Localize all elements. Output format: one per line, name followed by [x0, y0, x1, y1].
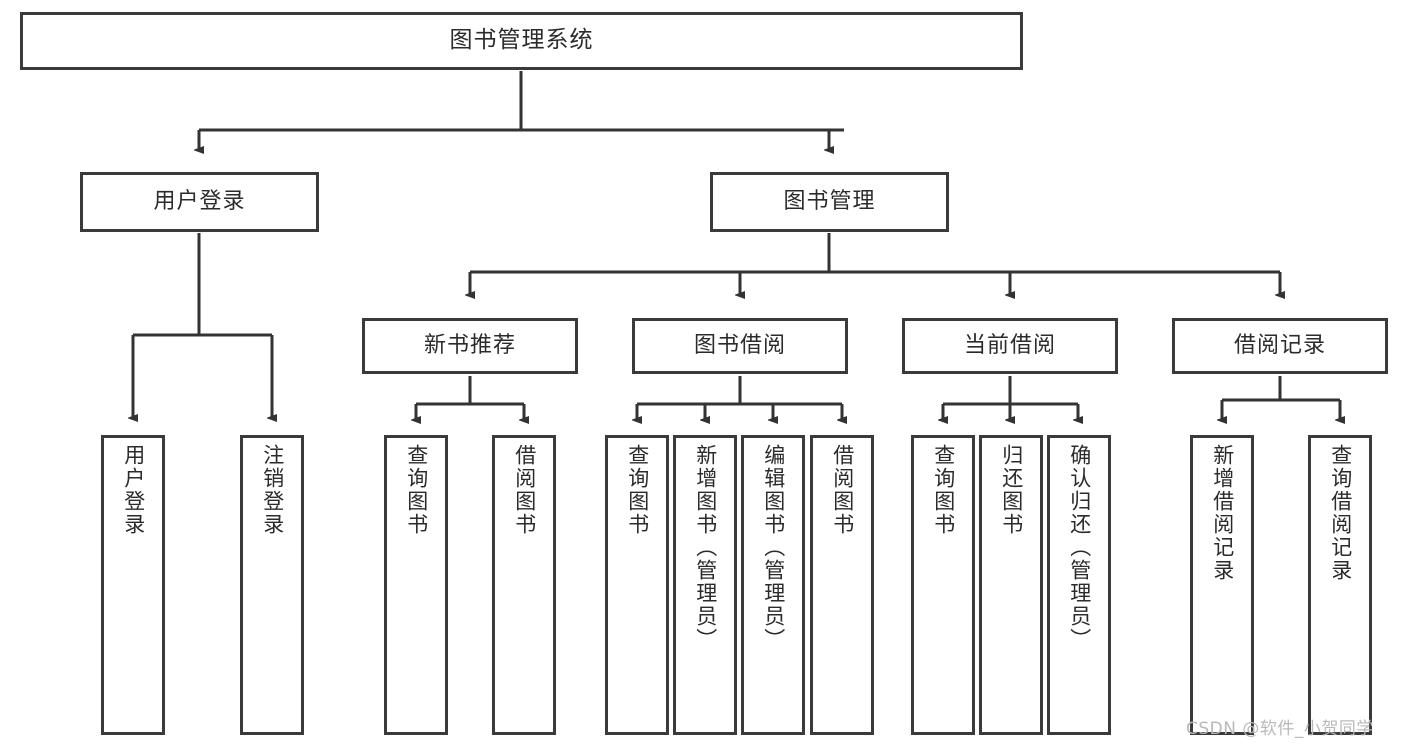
node-leaf-logout[interactable]: 注销登录 [240, 435, 304, 735]
node-borrow-record-label: 借阅记录 [1233, 333, 1326, 359]
node-leaf-query-record-label: 查询借阅记录 [1328, 444, 1353, 582]
watermark-text: CSDN @软件_小贺同学 [1186, 719, 1374, 739]
node-leaf-logout-label: 注销登录 [260, 444, 285, 536]
node-leaf-query-book-2[interactable]: 查询图书 [605, 435, 669, 735]
node-leaf-borrow-book-2-label: 借阅图书 [830, 444, 855, 536]
node-leaf-add-book-label: 新增图书（管理员） [693, 444, 718, 651]
node-root-label: 图书管理系统 [449, 27, 594, 54]
node-leaf-confirm-return-label: 确认归还（管理员） [1067, 444, 1092, 651]
node-book-manage[interactable]: 图书管理 [710, 172, 949, 232]
node-leaf-confirm-return[interactable]: 确认归还（管理员） [1047, 435, 1111, 735]
node-leaf-query-record[interactable]: 查询借阅记录 [1308, 435, 1372, 735]
node-leaf-query-book-1[interactable]: 查询图书 [384, 435, 448, 735]
node-leaf-return-book-label: 归还图书 [999, 444, 1024, 536]
node-leaf-return-book[interactable]: 归还图书 [979, 435, 1043, 735]
node-book-manage-label: 图书管理 [783, 189, 876, 215]
node-user-login-label: 用户登录 [153, 189, 246, 215]
node-current-borrow-label: 当前借阅 [963, 333, 1056, 359]
node-new-book-rec[interactable]: 新书推荐 [362, 318, 578, 374]
node-user-login[interactable]: 用户登录 [80, 172, 319, 232]
node-leaf-add-book[interactable]: 新增图书（管理员） [673, 435, 737, 735]
node-leaf-query-book-2-label: 查询图书 [625, 444, 650, 536]
node-leaf-edit-book-label: 编辑图书（管理员） [761, 444, 786, 651]
node-leaf-add-record[interactable]: 新增借阅记录 [1190, 435, 1254, 735]
node-leaf-query-book-3-label: 查询图书 [931, 444, 956, 536]
node-current-borrow[interactable]: 当前借阅 [902, 318, 1118, 374]
node-book-borrow[interactable]: 图书借阅 [632, 318, 848, 374]
node-leaf-borrow-book-1[interactable]: 借阅图书 [492, 435, 556, 735]
node-borrow-record[interactable]: 借阅记录 [1172, 318, 1388, 374]
node-leaf-user-login-label: 用户登录 [121, 444, 146, 536]
node-leaf-add-record-label: 新增借阅记录 [1210, 444, 1235, 582]
node-leaf-query-book-3[interactable]: 查询图书 [911, 435, 975, 735]
node-leaf-borrow-book-2[interactable]: 借阅图书 [810, 435, 874, 735]
node-leaf-edit-book[interactable]: 编辑图书（管理员） [741, 435, 805, 735]
node-root[interactable]: 图书管理系统 [20, 12, 1023, 70]
node-leaf-user-login[interactable]: 用户登录 [101, 435, 165, 735]
node-new-book-rec-label: 新书推荐 [423, 333, 516, 359]
node-book-borrow-label: 图书借阅 [693, 333, 786, 359]
node-leaf-borrow-book-1-label: 借阅图书 [512, 444, 537, 536]
node-leaf-query-book-1-label: 查询图书 [404, 444, 429, 536]
